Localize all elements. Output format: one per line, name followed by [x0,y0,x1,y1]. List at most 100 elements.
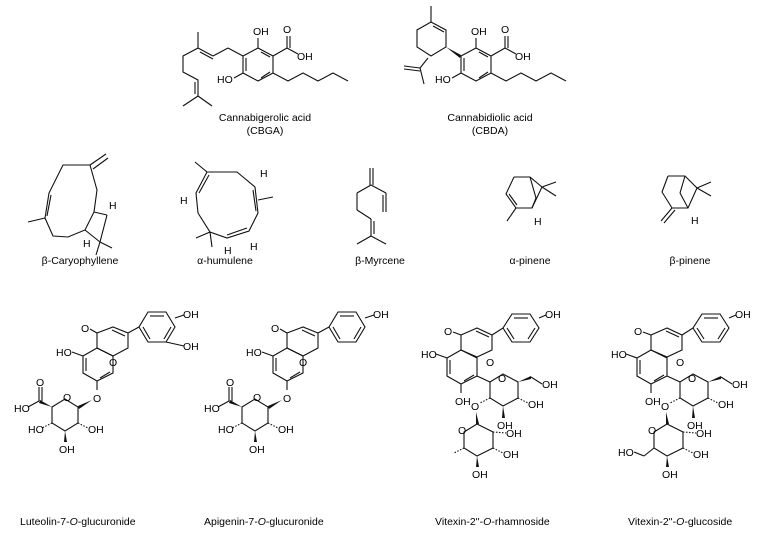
vg-label-oh-glc: OH [718,399,734,411]
caryophyllene-skeleton-drawing: H H [27,153,117,256]
cbda-label-oh2: OH [515,51,531,63]
luteolin-label-o-acid: O [36,377,44,389]
vg-label-ho: HO [611,349,627,361]
apigenin-label-o-sugar: O [253,392,261,404]
structure-cbga: OH O OH HO Cannabigerolic acid (CBGA) [150,0,380,137]
vg-label-oh-glc2: OH [687,420,703,432]
luteolin-label-oh-bottom: OH [59,444,75,456]
apigenin-label-oh-bottom: OH [249,444,265,456]
caryophyllene-label-h1: H [109,200,117,212]
vr-label-oh-b: OH [545,309,561,321]
luteolin-label-ho-acid: HO [14,403,30,415]
vg-label-oh-b: OH [735,309,751,321]
structure-caryophyllene: H H β-Caryophyllene [0,153,130,270]
cbda-name-text: Cannabidiolic acid [447,112,533,124]
name-italic: O [69,516,78,528]
name-prefix: Vitexin-2''- [435,516,484,528]
structure-luteolin-glucuronide: OH OH O O HO O O O HO HO OH OH Luteolin-… [0,290,200,544]
humulene-label-h2: H [260,168,268,180]
vr-label-o-glc: O [498,373,506,385]
name-suffix: -glucoside [684,516,733,528]
vr-label-oh-a: OH [455,396,471,408]
cbga-name-text: Cannabigerolic acid [218,112,312,124]
structure-humulene: H H H H α-humulene [170,160,280,270]
vr-label-o-rha: O [458,425,466,437]
cbga-label-oh: OH [253,26,269,38]
luteolin-label-o-sugar: O [63,392,71,404]
vr-label-oh-rha3: OH [472,469,488,481]
a-pinene-label-h: H [534,216,542,228]
vr-label-oh-glc2: OH [497,420,513,432]
vr-label-ho: HO [421,349,437,361]
b-pinene-label-h: H [691,215,699,227]
name-prefix: Luteolin-7- [20,516,70,528]
cbga-name: Cannabigerolic acid (CBGA) [205,112,325,138]
name-italic: O [483,516,492,528]
vr-label-oh-rha1: OH [506,428,522,440]
humulene-label-h1: H [180,195,188,207]
vg-label-oh-g1: OH [696,428,712,440]
vr-label-oh-ch2: OH [542,379,558,391]
vr-label-oh-rha2: OH [503,449,519,461]
apigenin-glucuronide-skeleton-drawing: OH O O HO O O O HO HO OH OH [204,309,389,456]
humulene-label-h4: H [250,241,258,253]
vg-label-oh-g3: OH [662,469,678,481]
apigenin-label-oh-sugar: OH [278,424,294,436]
a-pinene-skeleton-drawing: H [505,176,557,228]
apigenin-label-o-link: O [283,393,291,405]
luteolin-label-o-link: O [93,393,101,405]
humulene-label-h3: H [224,245,232,257]
vr-label-o-ring: O [486,357,494,369]
vg-label-o-keto: O [634,326,642,338]
vitexin-rhamnoside-name: Vitexin-2''-O-rhamnoside [435,516,575,529]
vg-label-oh-a: OH [645,396,661,408]
structure-apigenin-glucuronide: OH O O HO O O O HO HO OH OH Apigenin-7-O… [190,290,390,544]
luteolin-glucuronide-name: Luteolin-7-O-glucuronide [20,516,160,529]
luteolin-label-ho-sugar: HO [28,424,44,436]
cbga-label-oh2: OH [297,51,313,63]
name-suffix: -rhamnoside [491,516,550,528]
vr-label-o-link: O [471,401,479,413]
cbda-name: Cannabidiolic acid (CBDA) [430,112,550,138]
caryophyllene-label-h2: H [83,238,91,250]
vg-label-o-glc: O [688,373,696,385]
name-italic: O [676,516,685,528]
apigenin-label-ho-acid: HO [204,403,220,415]
myrcene-skeleton-drawing [356,168,387,245]
cbga-label-ho: HO [217,74,233,86]
luteolin-glucuronide-skeleton-drawing: OH OH O O HO O O O HO HO OH OH [14,309,199,456]
structure-b-pinene: H β-pinene [650,160,740,270]
vr-label-oh-glc: OH [528,399,544,411]
apigenin-label-o-acid: O [226,377,234,389]
humulene-name: α-humulene [197,255,253,267]
humulene-skeleton-drawing: H H H H [180,161,274,257]
vg-label-o-link: O [661,401,669,413]
vg-label-oh-ch2: OH [732,379,748,391]
luteolin-label-oh-sugar: OH [88,424,104,436]
vitexin-glucoside-skeleton-drawing: OH O O HO OH O OH OH OH O O OH OH OH [611,309,751,481]
name-prefix: Vitexin-2''- [628,516,677,528]
structure-cbda: OH O OH HO Cannabidiolic acid (CBDA) [400,0,600,137]
apigenin-glucuronide-name: Apigenin-7-O-glucuronide [204,516,344,529]
cbga-abbr-text: (CBGA) [246,125,284,137]
apigenin-label-ho: HO [246,347,262,359]
structure-a-pinene: H α-pinene [490,160,580,270]
cbda-skeleton-drawing: OH O OH HO [403,6,567,86]
apigenin-label-oh1: OH [373,309,389,321]
vg-label-ho-ch2: HO [618,447,634,459]
name-suffix: -glucuronide [77,516,136,528]
structure-vitexin-rhamnoside: OH O O HO OH O OH OH OH O O OH OH OH [390,290,590,544]
luteolin-label-ho: HO [56,347,72,359]
cbga-label-o: O [283,24,291,36]
cbda-label-oh: OH [471,26,487,38]
vitexin-glucoside-name: Vitexin-2''-O-glucoside [628,516,768,529]
vg-label-o-ring: O [676,357,684,369]
apigenin-label-ho-sugar: HO [218,424,234,436]
luteolin-label-o-keto: O [81,323,89,335]
structure-vitexin-glucoside: OH O O HO OH O OH OH OH O O OH OH OH [580,290,774,544]
cbga-skeleton-drawing: OH O OH HO [182,24,349,107]
vr-label-o-keto: O [444,326,452,338]
name-italic: O [257,516,266,528]
vg-label-o-glc2: O [648,425,656,437]
name-prefix: Apigenin-7- [204,516,258,528]
